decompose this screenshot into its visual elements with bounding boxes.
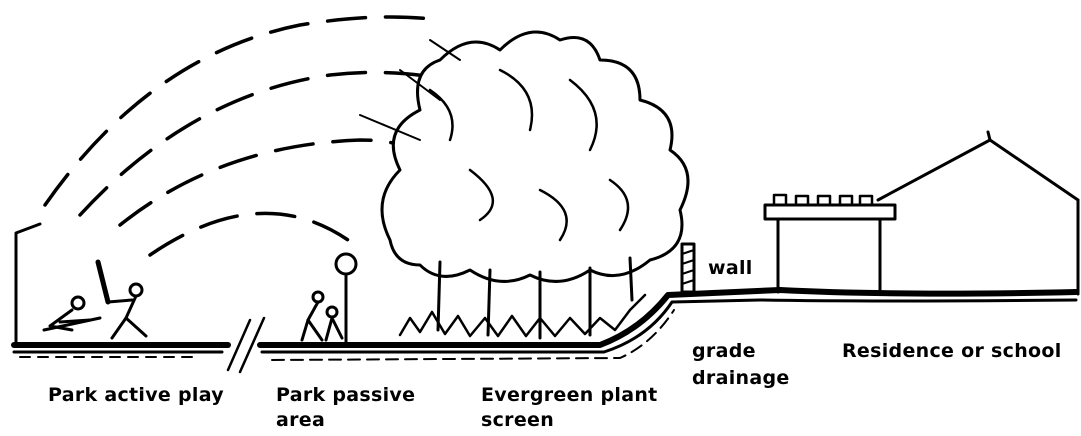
label-grade: grade [692,338,756,364]
label-park-active-play: Park active play [48,382,224,408]
label-wall: wall [708,255,753,281]
park-boundary-fence [16,224,40,345]
passive-figures [302,292,342,340]
label-park-passive-line1: Park passive [276,382,415,408]
label-park-passive-line2: area [276,407,325,433]
catcher-figure [44,297,100,330]
ground-active-play [14,345,228,357]
batter-figure [98,262,146,338]
label-drainage: drainage [692,365,790,391]
label-residence: Residence or school [842,338,1062,364]
wall [682,244,694,292]
residence-building [765,132,1078,294]
evergreen-trees [360,32,688,338]
label-evergreen-line1: Evergreen plant [481,382,658,408]
label-evergreen-line2: screen [481,407,554,433]
